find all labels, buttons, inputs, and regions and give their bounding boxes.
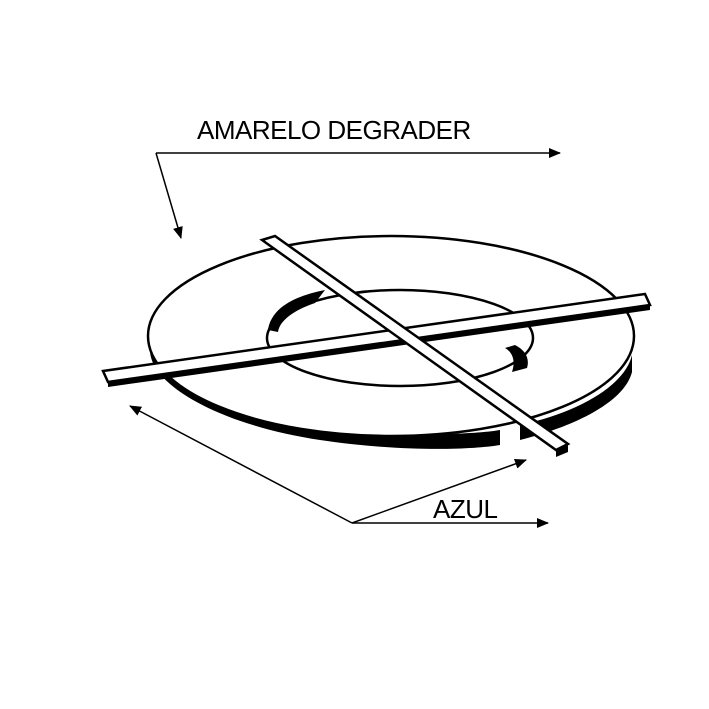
label-azul: AZUL [433, 494, 498, 524]
ring-inner-wall [268, 290, 325, 332]
ring-inner-wall-right [505, 345, 528, 372]
label-amarelo-degrader: AMARELO DEGRADER [197, 115, 471, 145]
ring-outer-side-right [520, 355, 632, 440]
top-arrow-down [155, 152, 183, 239]
bar-diagonal-side [556, 444, 568, 457]
bottom-arrow-left [129, 405, 353, 524]
bar-horizontal-side [108, 305, 650, 387]
bottom-arrow-up-right [351, 459, 527, 524]
